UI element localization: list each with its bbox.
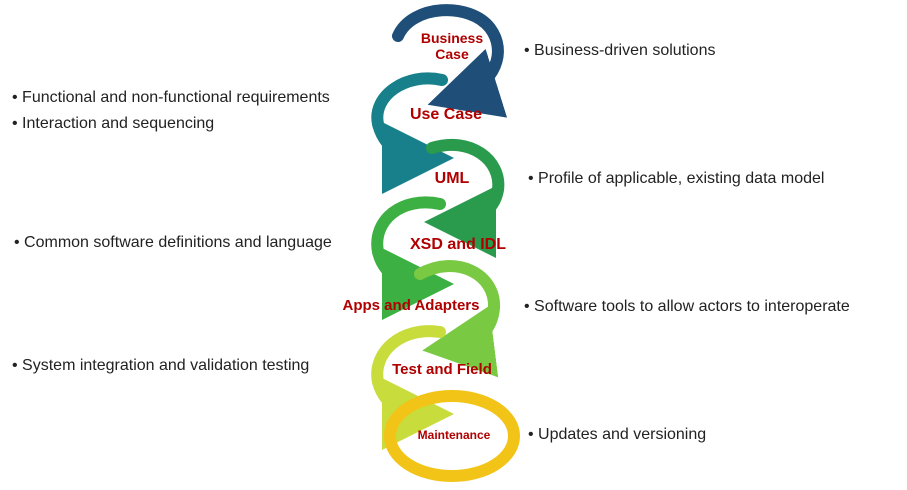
stage-label-apps-adapters: Apps and Adapters bbox=[342, 297, 480, 314]
stage-label-test-field: Test and Field bbox=[392, 361, 492, 378]
note-item: • Software tools to allow actors to inte… bbox=[524, 298, 850, 315]
note-item: • Interaction and sequencing bbox=[12, 114, 215, 132]
stage-label-business-case: Business Case bbox=[420, 30, 484, 63]
note-apps-adapters: • Software tools to allow actors to inte… bbox=[524, 294, 850, 320]
stage-label-uml: UML bbox=[434, 170, 470, 187]
maintenance-loop bbox=[384, 390, 520, 482]
note-item: • Profile of applicable, existing data m… bbox=[528, 170, 825, 187]
use-case-loop bbox=[371, 72, 454, 194]
note-item: • Common software definitions and langua… bbox=[14, 234, 332, 251]
xsd-idl-loop bbox=[371, 196, 454, 320]
note-test-field: • System integration and validation test… bbox=[12, 353, 309, 379]
stage-label-xsd-idl: XSD and IDL bbox=[409, 236, 506, 253]
note-item: • Functional and non-functional requirem… bbox=[12, 89, 330, 106]
apps-adapters-loop bbox=[414, 260, 500, 378]
note-item: • Business-driven solutions bbox=[524, 42, 716, 59]
uml-loop bbox=[424, 138, 505, 258]
business-case-loop bbox=[392, 4, 508, 118]
note-maintenance: • Updates and versioning bbox=[528, 422, 706, 448]
stage-label-maintenance: Maintenance bbox=[417, 428, 491, 442]
note-uml: • Profile of applicable, existing data m… bbox=[528, 166, 824, 192]
note-xsd-idl: • Common software definitions and langua… bbox=[14, 230, 332, 256]
note-use-case: • Functional and non-functional requirem… bbox=[12, 85, 330, 136]
stage-label-use-case: Use Case bbox=[409, 106, 483, 123]
note-business-case: • Business-driven solutions bbox=[524, 38, 715, 64]
note-item: • Updates and versioning bbox=[528, 426, 707, 443]
note-item: • System integration and validation test… bbox=[12, 357, 310, 374]
